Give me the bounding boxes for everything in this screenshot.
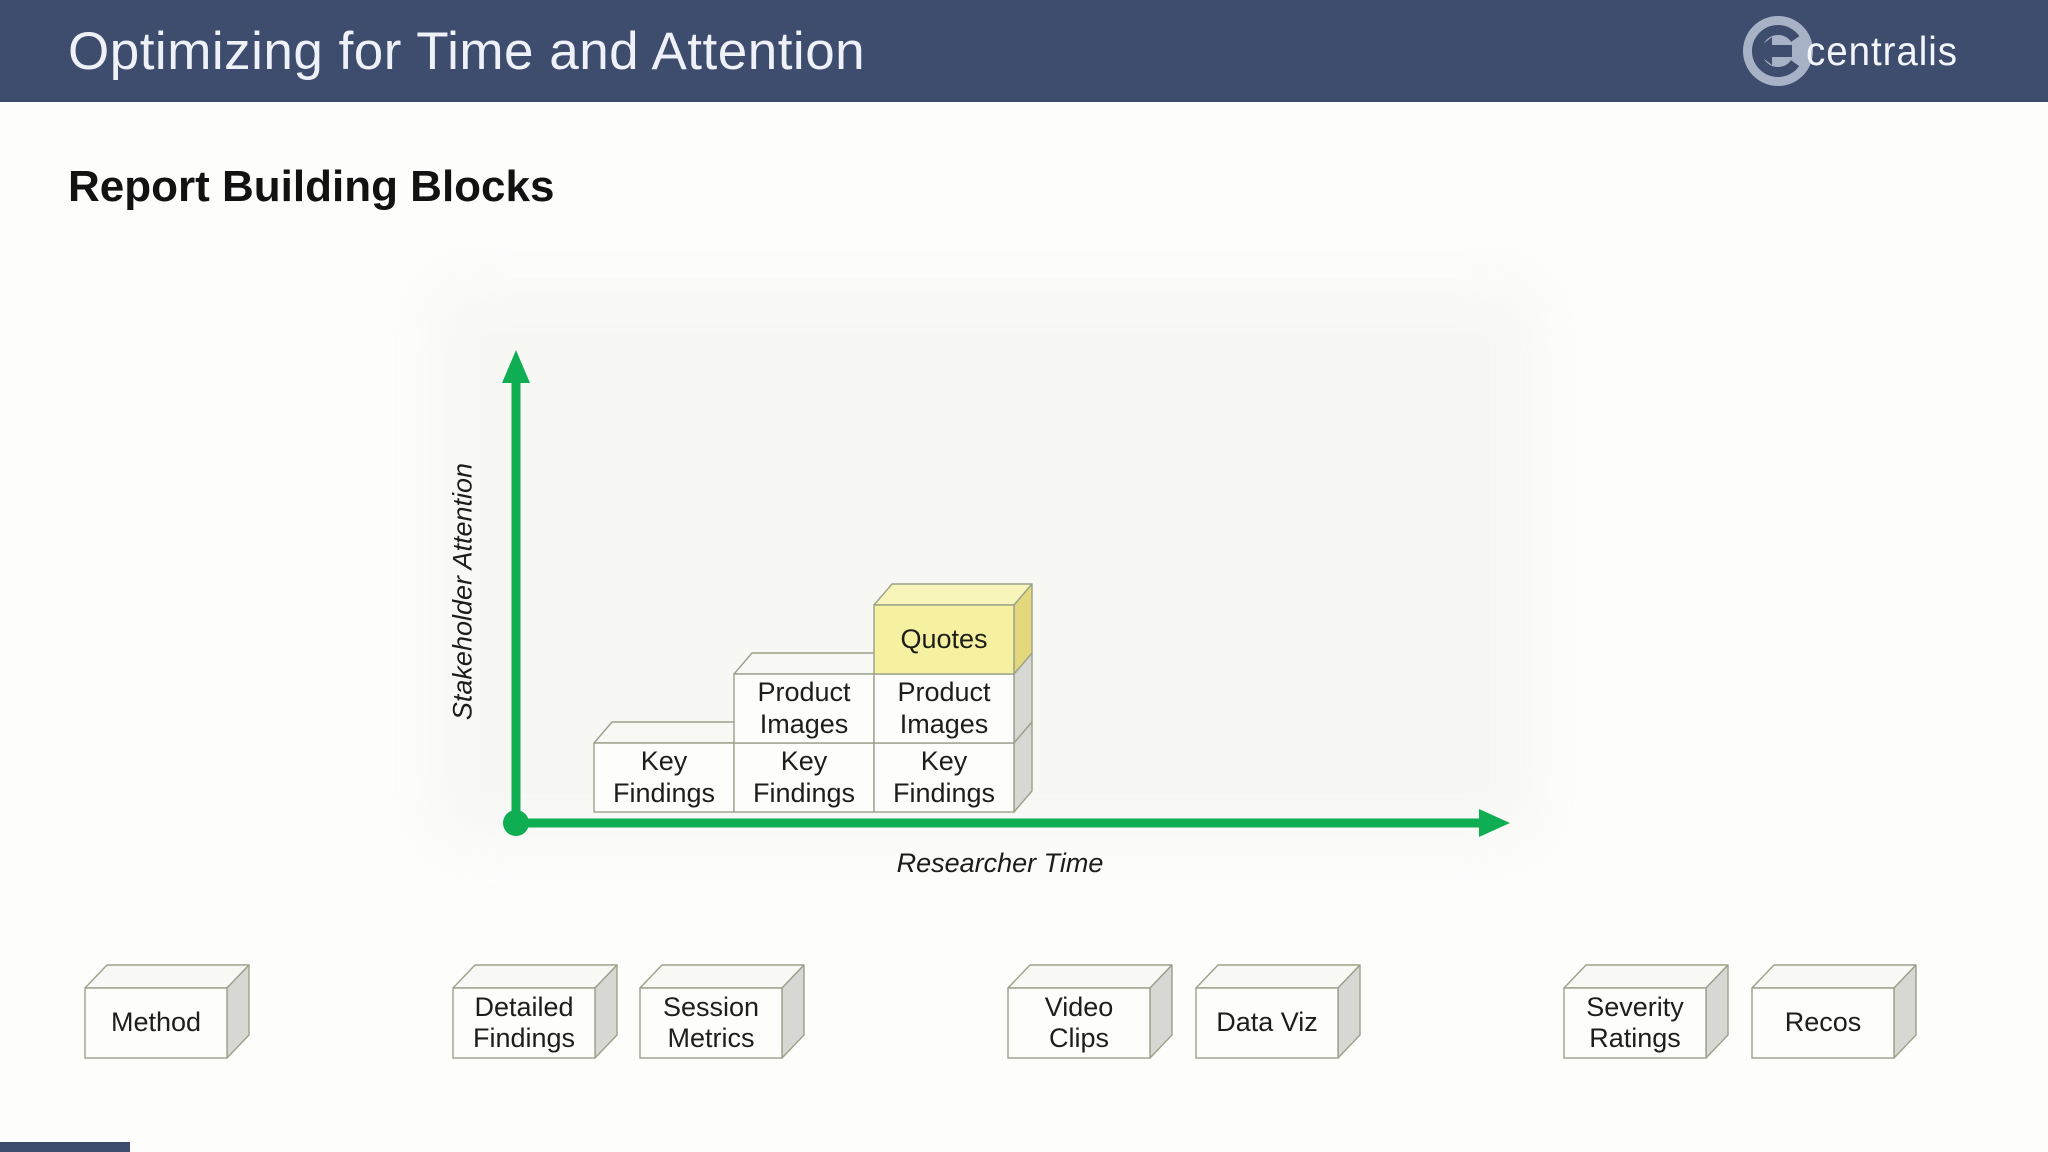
chart-block-label: Product Images — [757, 677, 851, 739]
chart-column-2 — [733, 652, 893, 813]
x-axis-label: Researcher Time — [896, 848, 1104, 878]
chart-block-label: Product Images — [897, 677, 991, 739]
bottom-block-label: Recos — [1784, 1007, 1862, 1038]
slide-title: Optimizing for Time and Attention — [68, 21, 866, 81]
bottom-block-label: Severity Ratings — [1586, 991, 1684, 1053]
bottom-block-label: Session Metrics — [662, 991, 760, 1053]
y-axis-label: Stakeholder Attention — [447, 462, 478, 721]
origin-dot-icon — [503, 810, 529, 836]
y-axis — [502, 350, 530, 823]
bottom-block-label: Detailed Findings — [472, 991, 576, 1053]
bottom-block-label: Method — [110, 1007, 202, 1038]
brand-name: centralis — [1806, 27, 1959, 74]
bottom-box-data-viz — [1195, 964, 1361, 1059]
chart-block-label: Key Findings — [612, 746, 716, 808]
chart-block-label: Key Findings — [752, 746, 856, 808]
footer-accent-bar — [0, 1142, 130, 1152]
bottom-box-severity-ratings — [1563, 964, 1729, 1059]
bottom-box-detailed-findings — [452, 964, 618, 1059]
chart-block-label: Key Findings — [892, 746, 996, 808]
bottom-box-method — [84, 964, 250, 1059]
chart-column-3 — [873, 583, 1033, 813]
bottom-box-recos — [1751, 964, 1917, 1059]
centralis-logo-icon — [1738, 11, 1818, 91]
bottom-block-label: Video Clips — [1044, 991, 1114, 1053]
header-bar: Optimizing for Time and Attention centra… — [0, 0, 2048, 102]
chart-block-label-quotes-highlight: Quotes — [900, 623, 988, 654]
bottom-box-session-metrics — [639, 964, 805, 1059]
x-axis-arrow-icon — [1479, 809, 1510, 837]
x-axis — [503, 809, 1510, 837]
page-title: Report Building Blocks — [68, 162, 555, 211]
y-axis-arrow-icon — [502, 350, 530, 383]
bottom-block-label: Data Viz — [1216, 1007, 1318, 1038]
bottom-box-video-clips — [1007, 964, 1173, 1059]
brand-logo: centralis — [1738, 0, 1968, 102]
